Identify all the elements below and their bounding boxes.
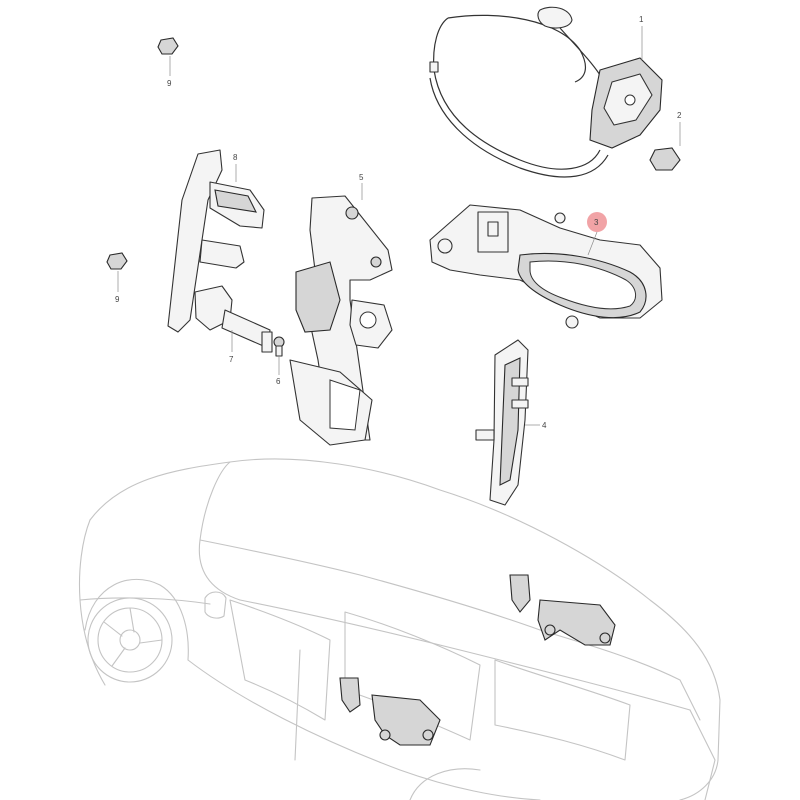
callout-label-7: 7	[229, 355, 234, 364]
part-3-exterior-door-handle	[429, 204, 663, 329]
callout-8: 8	[233, 153, 238, 182]
part-2-clip	[649, 147, 681, 171]
installed-door-module-front	[339, 677, 441, 746]
callout-4: 4	[525, 421, 547, 430]
callout-label-3: 3	[594, 218, 599, 227]
part-7-door-check-arm	[194, 285, 273, 353]
callout-6: 6	[276, 356, 281, 386]
callout-label-9-top: 9	[167, 79, 172, 88]
callout-5: 5	[359, 173, 364, 200]
callout-9-left: 9	[115, 271, 120, 304]
callout-label-8: 8	[233, 153, 238, 162]
part-9-nut-left	[106, 252, 128, 270]
part-9-nut-top	[157, 37, 179, 55]
callout-3: 3	[587, 212, 607, 256]
callout-label-2: 2	[677, 111, 682, 120]
part-8-door-hinge	[167, 149, 265, 333]
car-outline	[78, 458, 721, 800]
callout-label-5: 5	[359, 173, 364, 182]
callout-label-9-left: 9	[115, 295, 120, 304]
callout-label-6: 6	[276, 377, 281, 386]
callout-label-4: 4	[542, 421, 547, 430]
installed-door-module-rear	[509, 574, 616, 646]
callout-7: 7	[229, 330, 234, 364]
callout-1: 1	[639, 15, 644, 60]
callout-label-1: 1	[639, 15, 644, 24]
part-5-window-regulator	[289, 195, 393, 446]
part-6-bolt	[273, 336, 285, 357]
callout-3-highlight	[587, 212, 607, 232]
callout-9-top: 9	[167, 56, 172, 88]
callout-2: 2	[677, 111, 682, 146]
part-4-window-guide-rail	[475, 339, 529, 506]
part-1-latch-cable-assembly	[429, 6, 663, 178]
